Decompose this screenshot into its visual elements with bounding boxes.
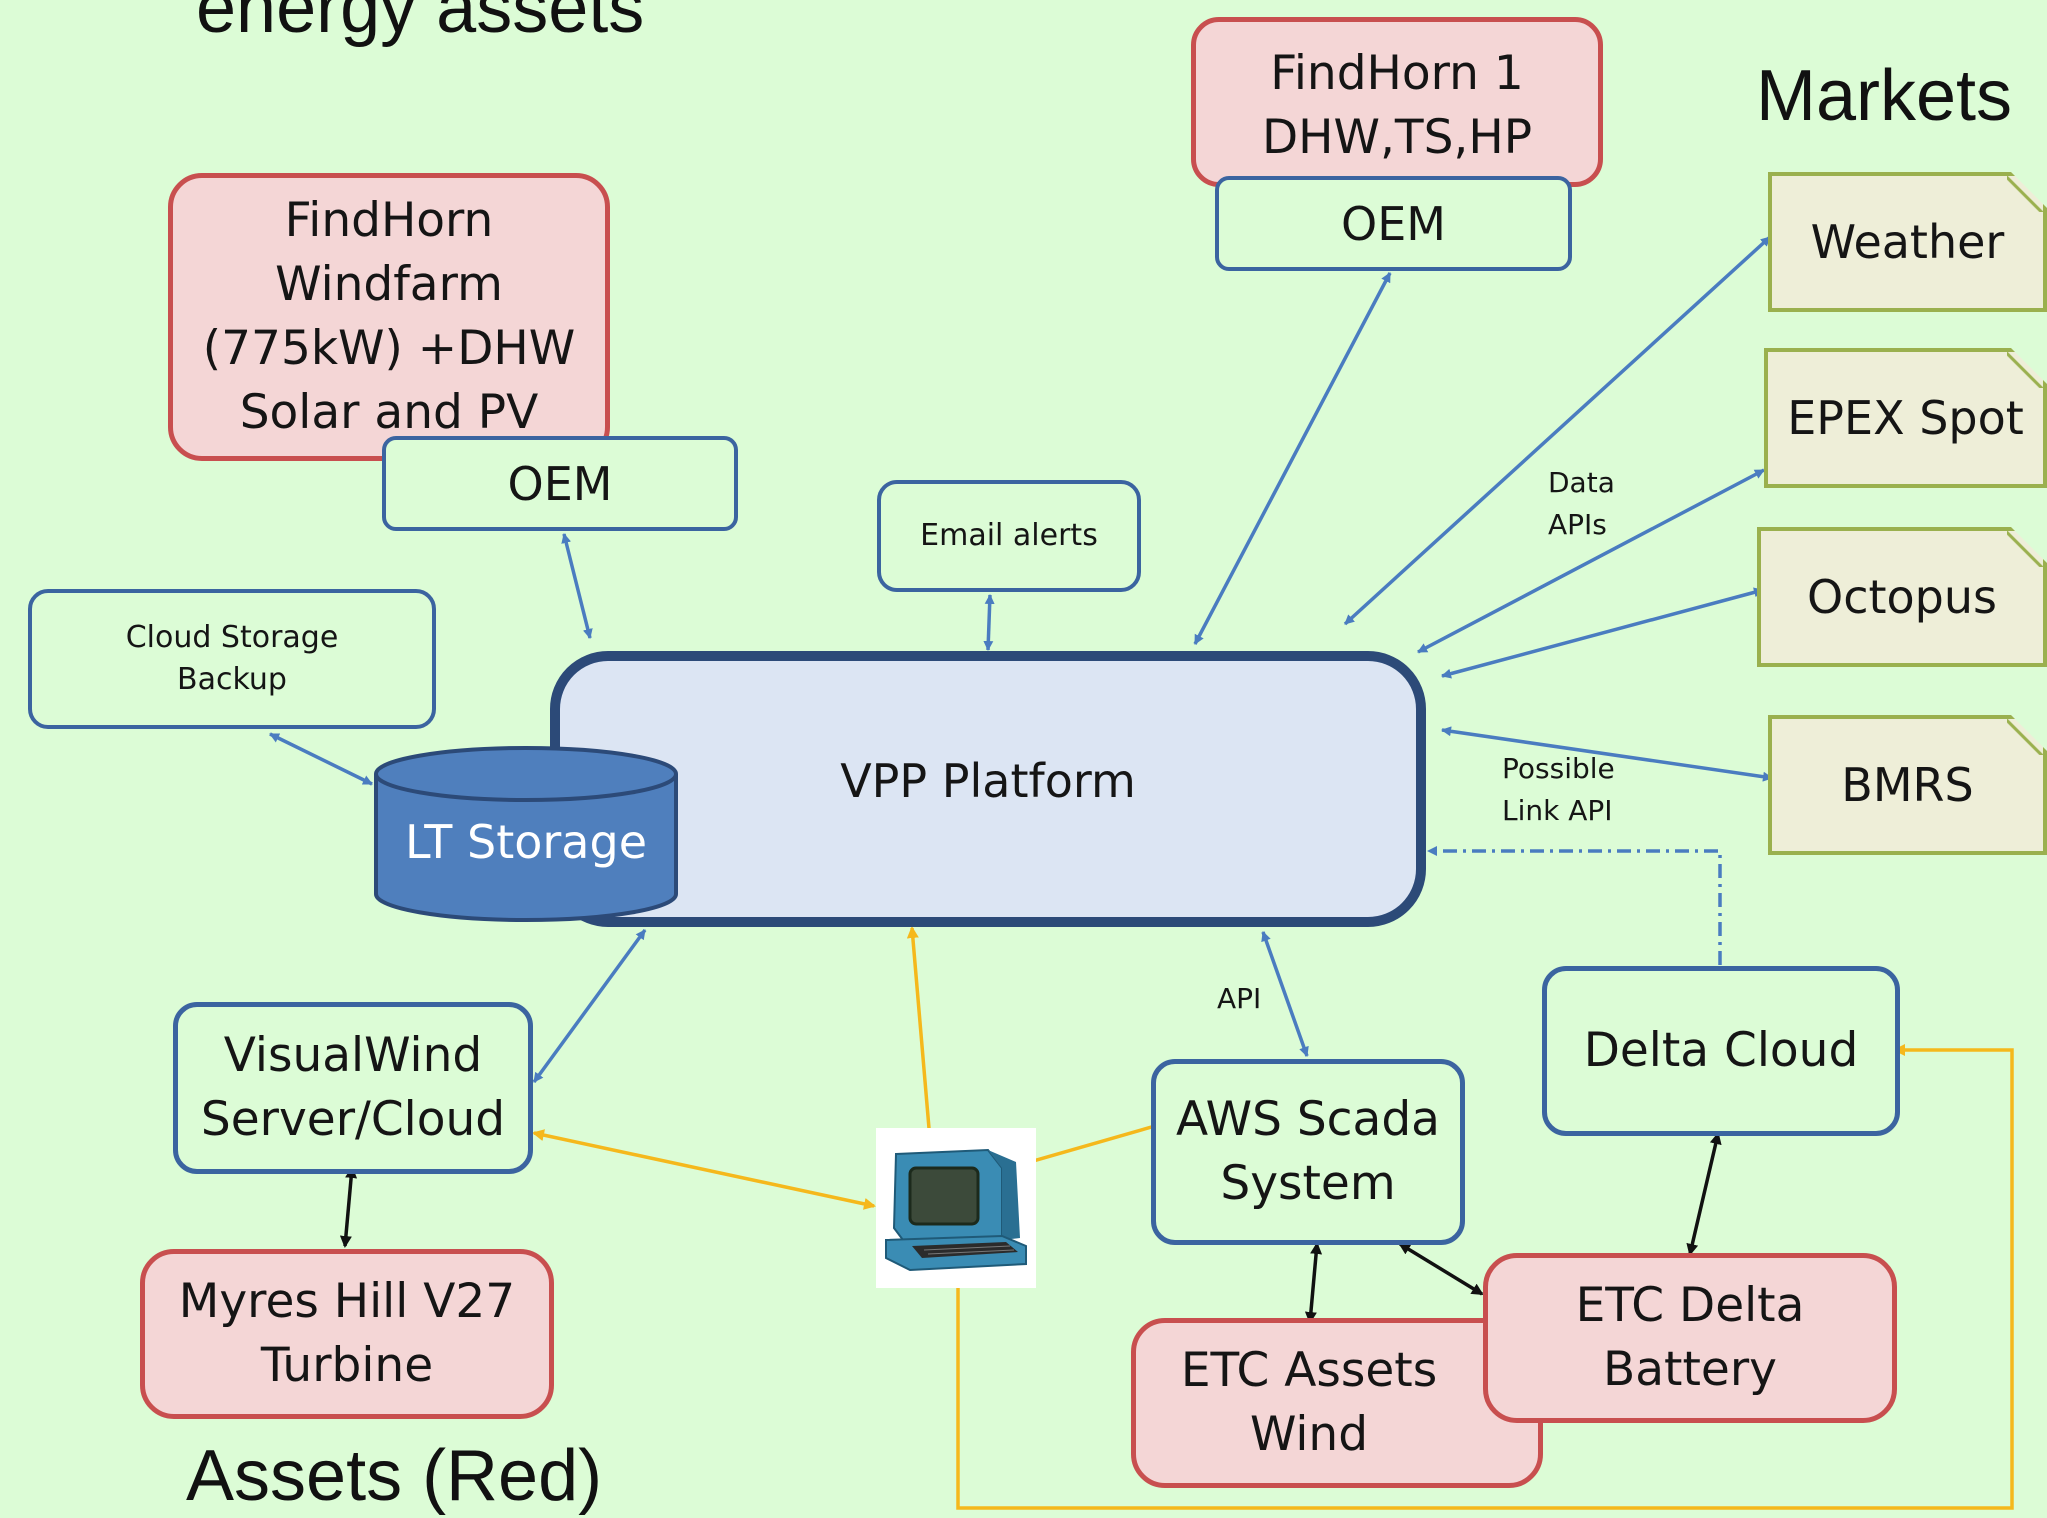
arrow-aws-vpp [1261,931,1309,1057]
node-oem-top[interactable]: OEM [1215,176,1572,271]
node-email-alerts[interactable]: Email alerts [877,480,1141,592]
node-delta-cloud[interactable]: Delta Cloud [1542,966,1900,1136]
market-bmrs-label: BMRS [1841,758,1974,812]
node-vpp-platform[interactable]: VPP Platform [550,651,1426,927]
node-visualwind-server-label: VisualWind Server/Cloud [200,1028,506,1147]
node-delta-cloud-label: Delta Cloud [1583,1023,1859,1078]
node-findhorn-windfarm-label: FindHorn Windfarm (775kW) +DHW Solar and… [202,193,576,440]
node-etc-delta-battery[interactable]: ETC Delta Battery [1483,1253,1897,1423]
arrow-terminal-delta-loop [952,1044,2014,1510]
label-api: API [1217,982,1262,1015]
market-weather[interactable]: Weather [1768,172,2047,312]
arrow-terminal-vpp [906,926,936,1142]
node-findhorn-windfarm[interactable]: FindHorn Windfarm (775kW) +DHW Solar and… [168,173,610,461]
node-oem-left[interactable]: OEM [382,436,738,531]
arrow-aws-etc-wind [1304,1242,1323,1324]
label-possible-link-api: Possible Link API [1502,752,1615,827]
arrow-aws-etc-battery [1398,1242,1484,1296]
market-bmrs[interactable]: BMRS [1768,715,2047,855]
market-octopus-label: Octopus [1807,570,1997,624]
arrow-email-vpp [983,594,995,651]
arrow-terminal-visualwind [532,1129,876,1210]
market-epex-spot[interactable]: EPEX Spot [1764,348,2047,488]
heading-assets-red: Assets (Red) [186,1436,603,1516]
arrow-visualwind-myres [339,1166,358,1248]
node-findhorn-1-label: FindHorn 1 DHW,TS,HP [1261,46,1533,165]
arrow-visualwind-vpp [532,928,647,1084]
computer-terminal-icon[interactable] [876,1128,1036,1288]
arrow-octopus-vpp [1441,587,1764,679]
market-weather-label: Weather [1810,215,2005,269]
lt-storage-label: LT Storage [405,815,647,869]
node-vpp-platform-label: VPP Platform [840,754,1136,808]
node-etc-assets-wind[interactable]: ETC Assets Wind [1131,1318,1543,1488]
node-oem-left-label: OEM [507,456,613,511]
arrow-terminal-aws [1014,1120,1164,1170]
market-epex-spot-label: EPEX Spot [1787,391,2024,445]
node-aws-scada-label: AWS Scada System [1176,1092,1440,1211]
node-findhorn-1[interactable]: FindHorn 1 DHW,TS,HP [1191,17,1603,187]
label-data-apis: Data APIs [1548,466,1615,541]
arrow-cloud-storage [269,732,373,786]
node-etc-delta-battery-label: ETC Delta Battery [1575,1278,1805,1397]
node-oem-top-label: OEM [1341,196,1446,251]
node-cloud-storage-backup-label: Cloud Storage Backup [125,620,339,697]
heading-energy-assets: energy assets [196,0,645,48]
arrow-weather-vpp [1343,235,1772,626]
market-octopus[interactable]: Octopus [1757,527,2047,667]
node-aws-scada[interactable]: AWS Scada System [1151,1059,1465,1245]
node-email-alerts-label: Email alerts [920,518,1098,553]
node-myres-hill-turbine[interactable]: Myres Hill V27 Turbine [140,1249,554,1419]
arrow-bmrs-vpp [1441,726,1773,782]
storage-cylinder-icon[interactable] [372,744,680,924]
node-visualwind-server[interactable]: VisualWind Server/Cloud [173,1002,533,1174]
arrow-oem-vpp [561,533,593,639]
node-etc-assets-wind-label: ETC Assets Wind [1180,1343,1438,1462]
node-myres-hill-turbine-label: Myres Hill V27 Turbine [178,1274,516,1393]
arrow-delta-battery [1686,1132,1722,1256]
arrow-oem-top-vpp [1193,272,1392,645]
node-cloud-storage-backup[interactable]: Cloud Storage Backup [28,589,436,729]
heading-markets: Markets [1756,56,2013,136]
dashed-link-delta-vpp [1427,846,1722,965]
